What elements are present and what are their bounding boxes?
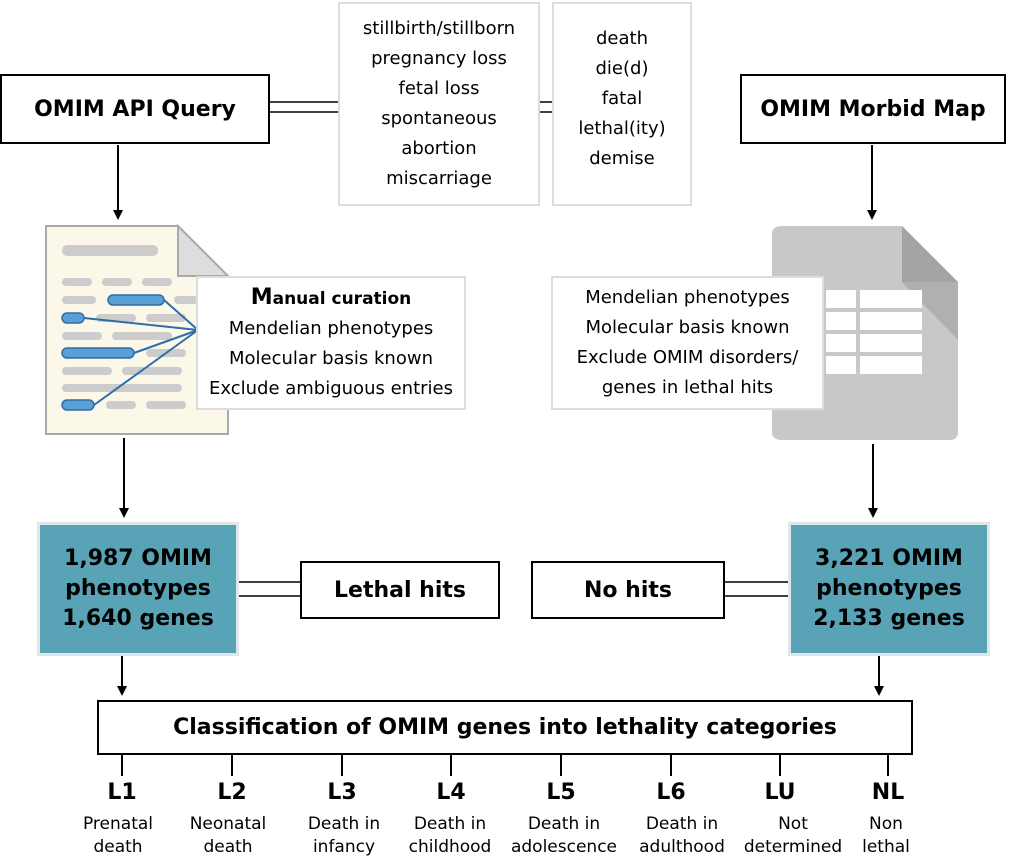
category-label-line: childhood <box>408 837 492 857</box>
category-code: L5 <box>546 780 576 805</box>
keyword-item: pregnancy loss <box>371 48 507 69</box>
category-code: L6 <box>656 780 686 805</box>
category-label-line: lethal <box>862 837 910 857</box>
category-label-line: adulthood <box>639 837 725 857</box>
category-label-line: Death in <box>645 814 719 834</box>
category-label-line: Death in <box>527 814 601 834</box>
keyword-item: demise <box>589 148 655 169</box>
omim-morbid-map-box: OMIM Morbid Map <box>740 74 1006 144</box>
keyword-item: death <box>596 28 648 49</box>
category-label: Death in adulthood <box>622 813 742 859</box>
filter-criterion: Molecular basis known <box>585 317 790 338</box>
no-hits-box: No hits <box>531 561 725 619</box>
category-label-line: determined <box>743 837 843 857</box>
omim-morbid-map-label: OMIM Morbid Map <box>760 96 986 122</box>
category-code: LU <box>764 780 796 805</box>
category-label-line: infancy <box>312 837 376 857</box>
category-label: Death in infancy <box>284 813 404 859</box>
keyword-item: fetal loss <box>398 78 480 99</box>
document-icon <box>45 223 231 435</box>
right-result-box: 3,221 OMIM phenotypes 2,133 genes <box>788 522 990 656</box>
result-line: 1,640 genes <box>62 606 214 631</box>
keyword-item: lethal(ity) <box>578 118 666 139</box>
category-code: L2 <box>217 780 247 805</box>
category-label-line: adolescence <box>510 837 618 857</box>
omim-api-query-box: OMIM API Query <box>0 74 270 144</box>
category-label: Death in childhood <box>390 813 510 859</box>
category-label-line: Non <box>869 814 903 834</box>
filter-criterion: genes in lethal hits <box>601 377 774 398</box>
category-label: Not determined <box>733 813 853 859</box>
classification-box: Classification of OMIM genes into lethal… <box>97 700 913 755</box>
manual-curation-title: Manual curation <box>251 283 412 314</box>
manual-curation-box: Manual curation Mendelian phenotypes Mol… <box>196 276 466 410</box>
classification-label: Classification of OMIM genes into lethal… <box>173 715 837 740</box>
keyword-item: spontaneous <box>381 108 497 129</box>
result-line: 1,987 OMIM <box>64 546 212 571</box>
category-code: L3 <box>327 780 357 805</box>
keyword-item: miscarriage <box>386 168 492 189</box>
lethal-hits-label: Lethal hits <box>334 577 466 603</box>
no-hits-label: No hits <box>584 577 672 603</box>
result-line: phenotypes <box>65 576 211 601</box>
category-label-line: death <box>203 837 253 857</box>
result-line: phenotypes <box>816 576 962 601</box>
manual-curation-title-rest: anual curation <box>272 288 412 309</box>
keyword-item: fatal <box>601 88 643 109</box>
category-label-line: Not <box>778 814 808 834</box>
category-label-line: Death in <box>413 814 487 834</box>
category-label: Non lethal <box>826 813 946 859</box>
category-label-line: Neonatal <box>189 814 267 834</box>
left-result-box: 1,987 OMIM phenotypes 1,640 genes <box>37 522 239 656</box>
curation-criterion: Exclude ambiguous entries <box>209 377 453 399</box>
category-label-line: Prenatal <box>82 814 154 834</box>
morbid-filter-box: Mendelian phenotypes Molecular basis kno… <box>551 276 824 410</box>
lethal-hits-box: Lethal hits <box>300 561 500 619</box>
keyword-item: stillbirth/stillborn <box>362 18 516 39</box>
category-label-line: Death in <box>307 814 381 834</box>
curation-criterion: Molecular basis known <box>229 347 433 369</box>
result-line: 3,221 OMIM <box>815 546 963 571</box>
keyword-item: abortion <box>401 138 477 159</box>
manual-curation-title-initial: M <box>250 284 273 310</box>
keywords-right-box: death die(d) fatal lethal(ity) demise <box>552 2 692 206</box>
keyword-item: die(d) <box>595 58 649 79</box>
filter-criterion: Exclude OMIM disorders/ <box>576 347 799 368</box>
filter-criterion: Mendelian phenotypes <box>585 287 790 308</box>
category-label: Prenatal death <box>58 813 178 859</box>
keywords-left-box: stillbirth/stillborn pregnancy loss feta… <box>338 2 540 206</box>
category-code: L1 <box>107 780 137 805</box>
result-line: 2,133 genes <box>813 606 965 631</box>
category-label-line: death <box>93 837 143 857</box>
omim-api-query-label: OMIM API Query <box>34 96 236 122</box>
category-code: NL <box>871 780 905 805</box>
category-label: Neonatal death <box>168 813 288 859</box>
category-code: L4 <box>436 780 466 805</box>
category-label: Death in adolescence <box>504 813 624 859</box>
curation-criterion: Mendelian phenotypes <box>228 317 434 339</box>
